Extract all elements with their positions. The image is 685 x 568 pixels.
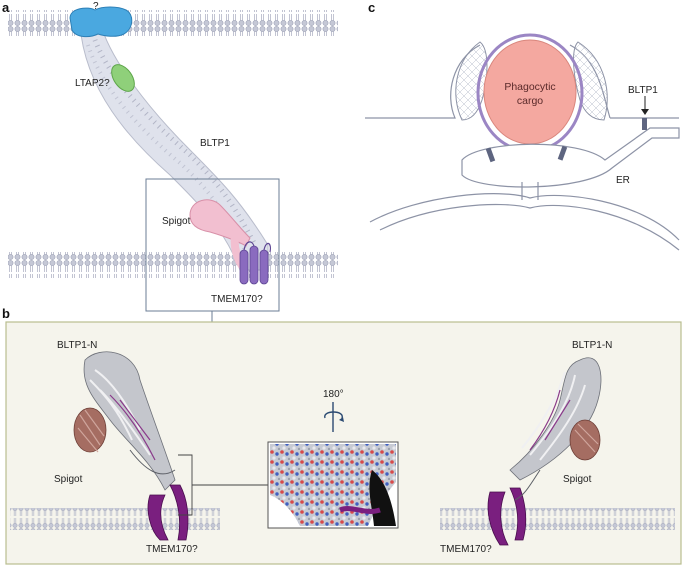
bltp1-bridge-right	[557, 145, 568, 161]
unknown-protein-label: ?	[93, 1, 99, 12]
er-label: ER	[616, 175, 630, 186]
panel-label-a: a	[2, 0, 10, 15]
er-lower-membrane	[369, 193, 680, 241]
panel-label-c: c	[368, 0, 375, 15]
er-lower-membrane-2	[379, 203, 680, 251]
surface-inset-model	[270, 444, 396, 526]
inset-bracket	[178, 454, 268, 516]
right-tmem170-label: TMEM170?	[440, 544, 492, 555]
left-structure	[73, 351, 189, 541]
panel-c: Phagocytic cargo BLTP1 ER	[365, 33, 680, 251]
bltp1-inner-lipids	[92, 39, 258, 247]
left-cup-mesh	[455, 41, 488, 121]
tmem170-label: TMEM170?	[211, 294, 263, 305]
bltp1-arrow-head	[641, 109, 649, 115]
right-membrane-b	[440, 508, 675, 530]
right-spigot-label: Spigot	[563, 474, 592, 485]
bltp1-label: BLTP1	[200, 138, 230, 149]
er-sheet	[461, 127, 680, 188]
er-neck	[521, 182, 539, 200]
left-n-terminus-label: BLTP1-N	[57, 340, 97, 351]
rotation-icon	[324, 402, 344, 432]
surface-inset-helix	[339, 506, 381, 514]
right-n-terminus-label: BLTP1-N	[572, 340, 612, 351]
cargo-label-line2: cargo	[517, 95, 543, 107]
panel-a: ? LTAP2? BLTP1 Spigot TMEM170?	[8, 1, 338, 322]
right-cup-mesh	[573, 41, 608, 121]
unknown-protein-shape	[69, 6, 133, 38]
bltp1-bridge-pm	[642, 118, 647, 130]
panel-b: BLTP1-N Spigot TMEM170? 180° BLTP1-N	[5, 321, 682, 565]
panel-label-b: b	[2, 306, 10, 321]
tmem170-shape	[239, 241, 271, 285]
spigot-label: Spigot	[162, 216, 191, 227]
cargo-label-line1: Phagocytic	[504, 81, 555, 93]
ltap2-label: LTAP2?	[75, 78, 110, 89]
left-membrane-b	[10, 508, 220, 530]
left-spigot-label: Spigot	[54, 474, 83, 485]
top-membrane	[8, 10, 338, 36]
ltap2-shape	[111, 64, 135, 92]
right-structure	[487, 357, 602, 546]
rotation-label: 180°	[323, 389, 344, 400]
bltp1-label-c: BLTP1	[628, 85, 658, 96]
bottom-membrane	[8, 252, 338, 278]
left-tmem170-label: TMEM170?	[146, 544, 198, 555]
bltp1-bridge-left	[485, 147, 496, 163]
